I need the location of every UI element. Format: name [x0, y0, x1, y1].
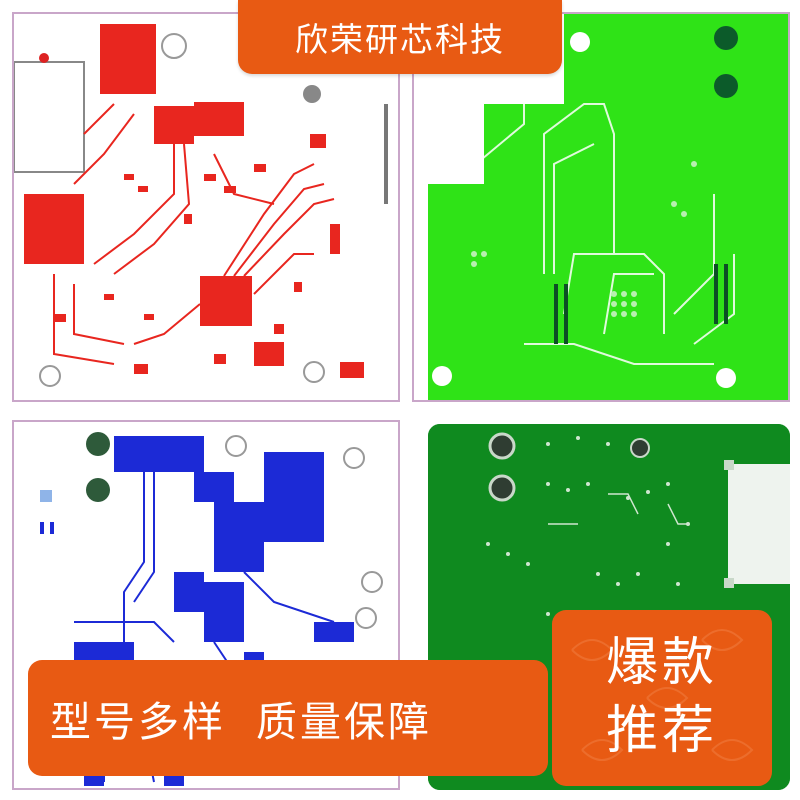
slogan-banner: 型号多样 质量保障: [28, 660, 548, 776]
company-banner: 欣荣研芯科技: [238, 0, 562, 74]
swirl-pattern: [571, 629, 754, 761]
slogan-variety: 型号多样: [50, 698, 226, 746]
company-name: 欣荣研芯科技: [295, 20, 505, 59]
hot-recommend-badge: 爆款 推荐: [552, 610, 772, 786]
pcb-image-red-layout: [12, 12, 400, 402]
pcb-image-lime-board: [412, 12, 790, 402]
badge-line-1: 爆款: [605, 633, 718, 694]
badge-line-2: 推荐: [605, 701, 718, 761]
slogan-quality: 质量保障: [256, 698, 432, 746]
